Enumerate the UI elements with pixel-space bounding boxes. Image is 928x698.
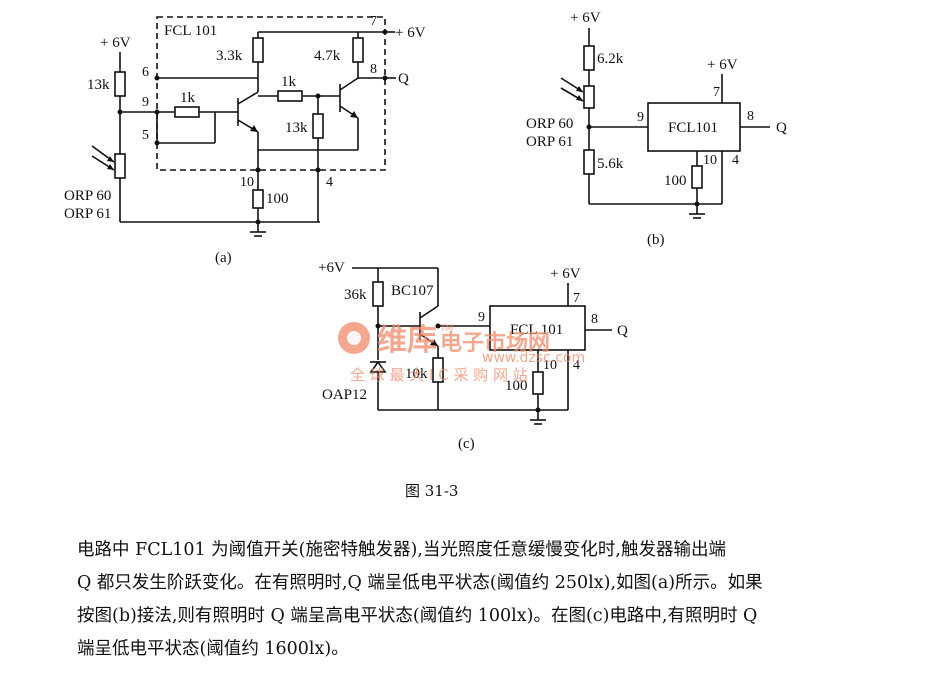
description-line-4: 端呈低电平状态(阈值约 1600lx)。 — [77, 639, 349, 659]
resistor-3k3-a — [252, 37, 264, 63]
resistor-10k-label-c: 10k — [405, 366, 428, 382]
diagram-b-label: (b) — [647, 232, 665, 248]
supply-label-b-chip: + 6V — [707, 57, 738, 73]
pin5-a: 5 — [142, 128, 149, 143]
resistor-100-label-c: 100 — [505, 378, 528, 394]
resistor-6k2-b — [583, 45, 595, 71]
description-line-2: Q 都只发生阶跃变化。在有照明时,Q 端呈低电平状态(阈值约 250lx),如图… — [77, 573, 763, 593]
resistor-1k-top-a — [277, 90, 303, 102]
resistor-100-label-a: 100 — [266, 191, 289, 207]
supply-label-c-left: +6V — [318, 260, 345, 276]
resistor-6k2-label-b: 6.2k — [597, 51, 624, 67]
description-paragraph: 电路中 FCL101 为阈值开关(施密特触发器),当光照度任意缓慢变化时,触发器… — [77, 534, 885, 666]
figure-caption: 图 31-3 — [405, 482, 459, 500]
description-line-1: 电路中 FCL101 为阈值开关(施密特触发器),当光照度任意缓慢变化时,触发器… — [77, 540, 726, 560]
pin7-a: 7 — [370, 14, 377, 29]
resistor-13k-label-a: 13k — [87, 77, 110, 93]
supply-label-a-left: + 6V — [100, 35, 131, 51]
resistor-36k-label-c: 36k — [344, 287, 367, 303]
fcl101-boundary-a — [156, 16, 386, 171]
watermark-tm: TM — [439, 324, 453, 334]
resistor-100-c — [532, 371, 544, 395]
resistor-13k-a — [114, 71, 126, 97]
description-line-3: 按图(b)接法,则有照明时 Q 端呈高电平状态(阈值约 100lx)。在图(c)… — [77, 606, 758, 626]
pin6-a: 6 — [142, 65, 149, 80]
chip-label-c: FCL 101 — [510, 322, 563, 338]
circuit-c: +6V 36k OAP12 BC107 9 10k FCL 101 + 6V 7 — [318, 260, 628, 452]
resistor-100-b — [691, 165, 703, 189]
schematic-figure: FCL 101 + 6V 13k ORP 60 ORP 61 9 1k 5 — [64, 10, 787, 452]
pin4-c: 4 — [573, 358, 580, 373]
pin8-b: 8 — [747, 109, 754, 124]
ldr-label-a-1: ORP 60 — [64, 188, 111, 204]
chip-label-b: FCL101 — [668, 120, 718, 136]
resistor-36k-c — [372, 281, 384, 307]
pin8-c: 8 — [591, 312, 598, 327]
resistor-3k3-label-a: 3.3k — [216, 48, 243, 64]
fcl101-chip-b — [647, 102, 741, 152]
ldr-a — [114, 153, 126, 179]
resistor-1k-in-a — [174, 106, 200, 118]
diagram-a-label: (a) — [215, 250, 232, 266]
resistor-5k6-b — [583, 149, 595, 175]
watermark-brand-2: 电子市场网 — [440, 330, 550, 356]
output-q-c: Q — [617, 323, 628, 339]
pin9-a: 9 — [142, 95, 149, 110]
pin7-b: 7 — [713, 85, 720, 100]
diagram-c-label: (c) — [458, 436, 475, 452]
fcl101-chip-c — [489, 305, 586, 351]
watermark-brand: 维库 — [377, 323, 437, 358]
pin9-b: 9 — [637, 110, 644, 125]
watermark: 维库 电子市场网 TM www.dzsc.com 全 球 最 大 I C 采 购… — [338, 322, 585, 384]
watermark-url: www.dzsc.com — [482, 350, 585, 366]
pin9-c: 9 — [478, 310, 485, 325]
chip-label-a: FCL 101 — [164, 23, 217, 39]
resistor-1k-top-label-a: 1k — [281, 74, 297, 90]
ldr-label-b-1: ORP 60 — [526, 116, 573, 132]
ldr-label-b-2: ORP 61 — [526, 134, 573, 150]
pin10-c: 10 — [543, 358, 557, 373]
pin4-b: 4 — [732, 153, 739, 168]
pin4-a: 4 — [326, 175, 333, 190]
output-q-a: Q — [398, 71, 409, 87]
circuit-a: FCL 101 + 6V 13k ORP 60 ORP 61 9 1k 5 — [64, 14, 426, 266]
output-q-b: Q — [776, 120, 787, 136]
supply-label-b-top: + 6V — [570, 10, 601, 26]
watermark-slogan: 全 球 最 大 I C 采 购 网 站 — [350, 366, 528, 384]
photodiode-label-c: OAP12 — [322, 387, 367, 403]
circuit-b: + 6V 6.2k ORP 60 ORP 61 9 5.6k FCL101 + … — [526, 10, 787, 248]
pin10-a: 10 — [240, 175, 254, 190]
resistor-13k-in-a — [312, 113, 324, 139]
pin7-c: 7 — [573, 291, 580, 306]
transistor-label-c: BC107 — [391, 283, 434, 299]
resistor-100-a — [252, 189, 264, 209]
resistor-4k7-a — [352, 37, 364, 63]
pin10-b: 10 — [703, 153, 717, 168]
resistor-13k-in-label-a: 13k — [285, 120, 308, 136]
resistor-100-label-b: 100 — [664, 173, 687, 189]
supply-label-a-right: + 6V — [395, 25, 426, 41]
ldr-label-a-2: ORP 61 — [64, 206, 111, 222]
ldr-b — [583, 85, 595, 109]
resistor-4k7-label-a: 4.7k — [314, 48, 341, 64]
pin8-a: 8 — [370, 62, 377, 77]
supply-label-c-chip: + 6V — [550, 266, 581, 282]
resistor-1k-in-label-a: 1k — [180, 90, 196, 106]
resistor-5k6-label-b: 5.6k — [597, 156, 624, 172]
